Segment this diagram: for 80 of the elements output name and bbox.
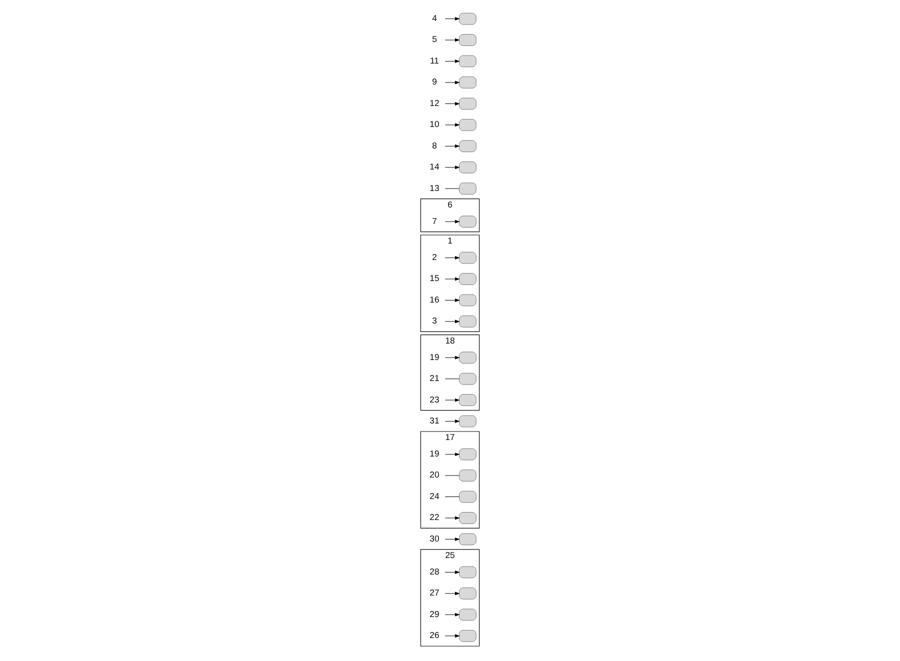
arrow xyxy=(444,166,460,170)
node-box xyxy=(459,470,476,482)
node-text: 27 xyxy=(430,588,440,598)
node-box xyxy=(459,566,476,578)
arrow xyxy=(444,516,460,520)
arrow xyxy=(444,537,460,541)
node-text: 7 xyxy=(432,216,437,226)
node-box xyxy=(459,55,476,68)
node-box xyxy=(459,273,476,285)
node-text: 9 xyxy=(432,76,437,87)
node-text: 14 xyxy=(430,162,440,172)
node-box xyxy=(459,182,476,194)
arrow xyxy=(444,123,460,127)
arrow xyxy=(444,612,460,616)
node-text: 10 xyxy=(430,119,440,130)
arrow xyxy=(444,420,460,424)
node-text: 13 xyxy=(430,182,440,193)
node-text: 15 xyxy=(430,273,440,284)
node-text: 28 xyxy=(430,566,440,576)
arrow xyxy=(444,356,460,360)
node-box xyxy=(459,119,476,131)
node-box xyxy=(459,588,476,600)
arrow xyxy=(444,634,460,638)
arrow xyxy=(444,38,460,42)
node-box xyxy=(459,216,476,228)
node-text: 26 xyxy=(430,630,440,640)
node-text: 21 xyxy=(430,373,440,384)
node-text: 16 xyxy=(430,294,440,304)
node-text: 11 xyxy=(430,55,439,66)
node-box xyxy=(459,448,476,460)
node-box xyxy=(459,98,476,110)
arrow xyxy=(444,144,460,148)
node-text: 23 xyxy=(430,394,440,404)
arrow xyxy=(444,320,460,324)
node-text: 30 xyxy=(430,533,440,544)
arrow xyxy=(444,220,460,224)
connector xyxy=(444,378,460,380)
node-box xyxy=(459,76,476,88)
node-text: 24 xyxy=(430,490,440,501)
node-box xyxy=(459,415,476,428)
node-box xyxy=(459,512,476,524)
arrow xyxy=(444,256,460,260)
node-box xyxy=(459,316,476,328)
node-text: 31 xyxy=(430,416,440,426)
arrow xyxy=(444,80,460,84)
node-box xyxy=(459,34,476,46)
node-box xyxy=(459,394,476,406)
arrow xyxy=(444,570,460,574)
node-text: 22 xyxy=(430,512,440,522)
node-box xyxy=(459,161,476,174)
node-text: 19 xyxy=(430,448,440,459)
node-text: 20 xyxy=(430,470,440,480)
connector xyxy=(444,496,460,498)
node-text: 8 xyxy=(432,140,437,150)
arrow xyxy=(444,277,460,281)
node-text: 3 xyxy=(432,316,437,326)
arrow xyxy=(444,298,460,302)
arrow xyxy=(444,398,460,402)
node-text: 12 xyxy=(430,98,440,108)
node-box xyxy=(459,372,476,385)
node-text: 19 xyxy=(430,352,440,362)
node-box xyxy=(459,490,476,503)
node-box xyxy=(459,140,476,152)
node-box xyxy=(459,608,476,621)
node-text: 5 xyxy=(432,34,437,44)
node-box xyxy=(459,352,476,364)
node-box xyxy=(459,630,476,642)
arrow xyxy=(444,60,460,63)
connector xyxy=(444,188,460,189)
node-box xyxy=(459,294,476,306)
node-box xyxy=(459,12,476,25)
arrow xyxy=(444,102,460,106)
node-text: 29 xyxy=(430,608,440,619)
node-box xyxy=(459,252,476,264)
arrow xyxy=(444,452,460,456)
arrow xyxy=(444,17,460,21)
arrow xyxy=(444,592,460,596)
node-text: 2 xyxy=(432,252,437,262)
node-box xyxy=(459,533,476,546)
node-text: 4 xyxy=(432,13,437,23)
